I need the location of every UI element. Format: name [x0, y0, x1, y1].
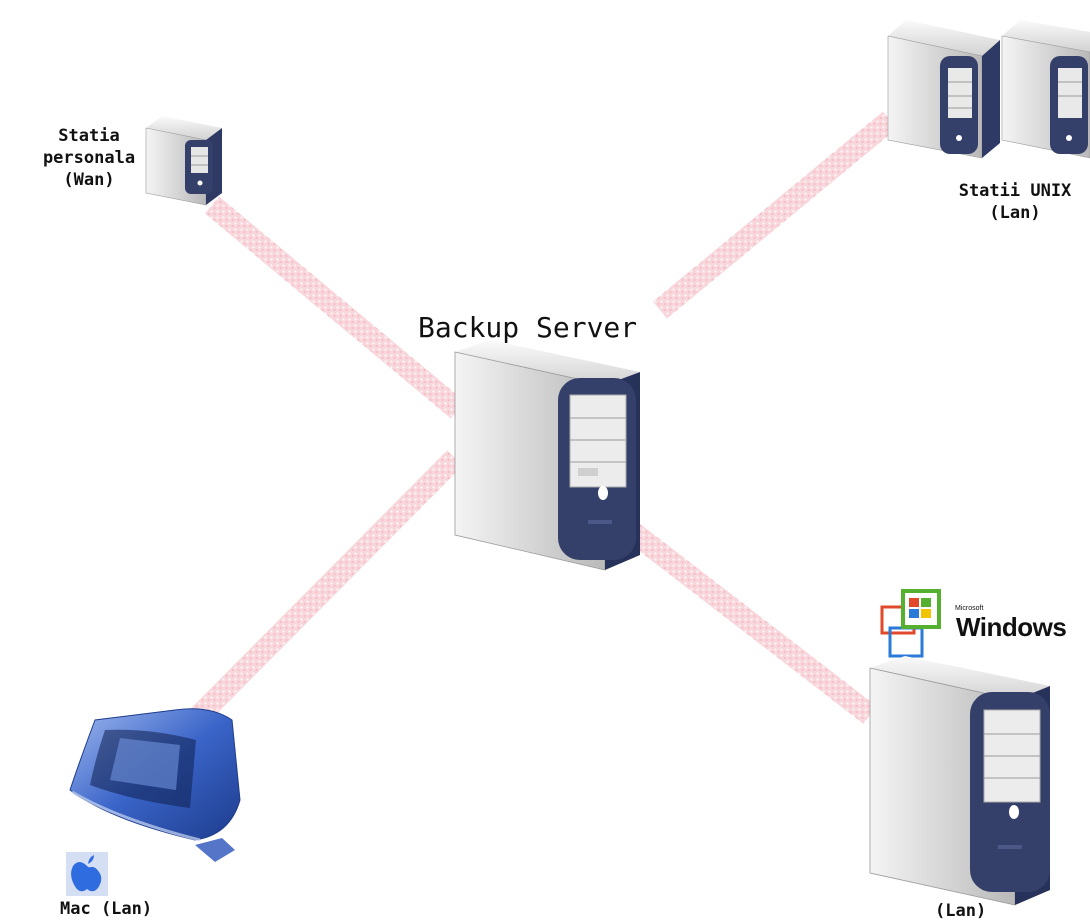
- unix-label-line1: Statii UNIX: [958, 181, 1072, 201]
- unix-station-label: Statii UNIX (Lan): [940, 180, 1090, 224]
- windows-logo-text: Windows: [956, 612, 1067, 642]
- link-personal: [204, 196, 466, 419]
- backup-server-icon: [454, 340, 640, 571]
- personal-station-icon: [145, 116, 222, 206]
- link-unix: [652, 111, 898, 319]
- apple-logo-icon: [66, 852, 108, 896]
- personal-label-line1: Statia: [58, 126, 120, 146]
- unix-station-icon-2: [1001, 20, 1090, 159]
- personal-label-line2: personala: [42, 148, 136, 168]
- windows-logo-icon: [880, 589, 941, 658]
- windows-logo-small-text: Microsoft: [955, 605, 984, 612]
- personal-station-label: Statia personala (Wan): [26, 125, 152, 191]
- backup-server-title: Backup Server: [418, 311, 638, 344]
- unix-station-icon-1: [887, 20, 1000, 159]
- personal-label-line3: (Wan): [63, 170, 115, 190]
- windows-station-icon: [869, 656, 1050, 906]
- mac-label: Mac (Lan): [60, 899, 153, 919]
- links: [187, 111, 898, 728]
- windows-label: (Lan): [935, 901, 987, 921]
- link-windows: [623, 521, 877, 724]
- unix-label-line2: (Lan): [989, 203, 1041, 223]
- imac-icon: [69, 708, 241, 862]
- link-mac: [187, 450, 463, 728]
